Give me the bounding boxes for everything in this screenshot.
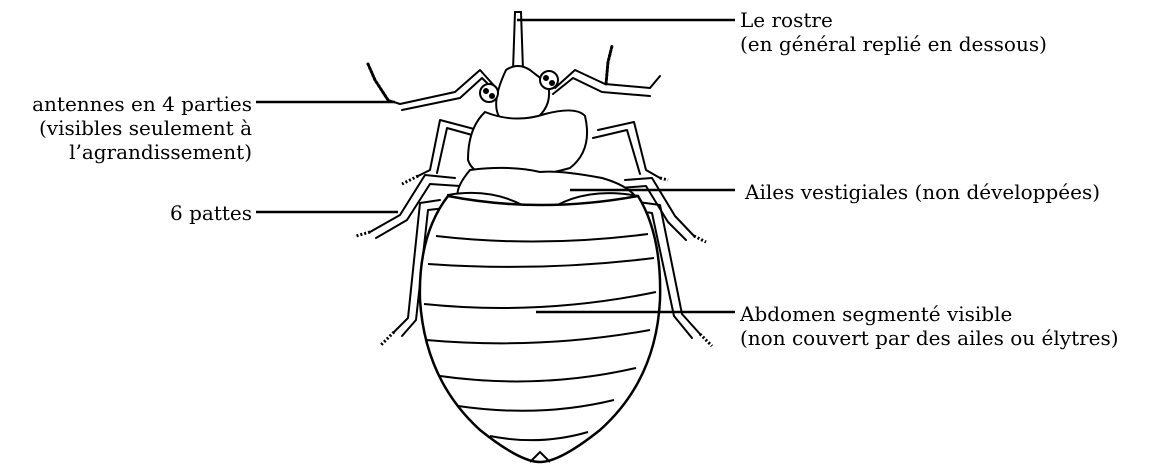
- label-abdomen-line1: Abdomen segmenté visible: [740, 302, 1119, 326]
- label-rostre-line2: (en général replié en dessous): [740, 32, 1047, 56]
- label-antennes-line2: (visibles seulement à: [32, 116, 252, 140]
- label-antennes-line1: antennes en 4 parties: [32, 92, 252, 116]
- label-ailes: Ailes vestigiales (non développées): [745, 180, 1100, 204]
- label-pattes: 6 pattes: [170, 201, 252, 225]
- label-abdomen-line2: (non couvert par des ailes ou élytres): [740, 326, 1119, 350]
- label-rostre-line1: Le rostre: [740, 8, 1047, 32]
- label-abdomen: Abdomen segmenté visible (non couvert pa…: [740, 302, 1119, 350]
- abdomen: [420, 196, 660, 462]
- label-pattes-line1: 6 pattes: [170, 201, 252, 225]
- label-antennes-line3: l’agrandissement): [32, 140, 252, 164]
- label-ailes-line1: Ailes vestigiales (non développées): [745, 180, 1100, 204]
- label-antennes: antennes en 4 parties (visibles seulemen…: [32, 92, 252, 164]
- label-rostre: Le rostre (en général replié en dessous): [740, 8, 1047, 56]
